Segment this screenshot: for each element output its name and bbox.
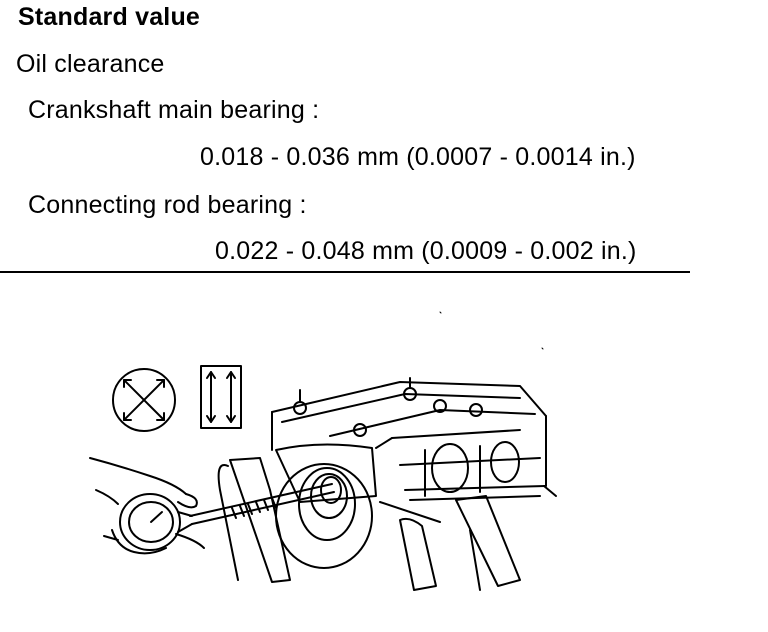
main-bearing-bore [275, 463, 373, 569]
standard-value-heading: Standard value [18, 3, 201, 31]
bore-gauge [119, 483, 335, 551]
hand [89, 457, 205, 555]
section-divider [0, 271, 690, 273]
connecting-rod-bearing-value: 0.022 - 0.048 mm (0.0009 - 0.002 in.) [215, 237, 637, 265]
oil-clearance-label: Oil clearance [16, 50, 165, 78]
measure-vertical-symbol [200, 365, 242, 429]
crankshaft-main-bearing-label: Crankshaft main bearing : [28, 96, 320, 124]
cylinder-block [217, 377, 557, 591]
bore-gauge-illustration [89, 311, 557, 591]
crankshaft-main-bearing-value: 0.018 - 0.036 mm (0.0007 - 0.0014 in.) [200, 143, 636, 171]
connecting-rod-bearing-label: Connecting rod bearing : [28, 191, 307, 219]
scan-marks [439, 311, 544, 350]
measure-diameter-symbol [112, 368, 176, 432]
